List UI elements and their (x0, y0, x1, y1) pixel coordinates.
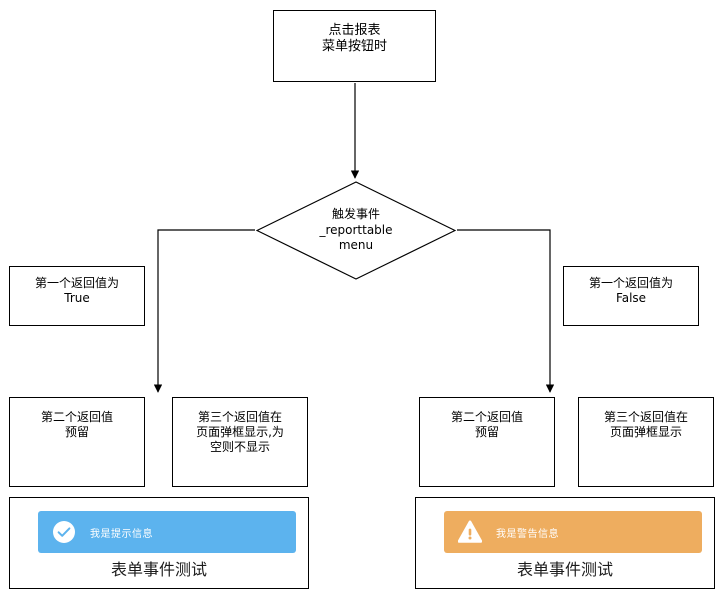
node-start: 点击报表 菜单按钮时 (273, 10, 436, 82)
node-false-third-return: 第三个返回值在 页面弹框显示 (578, 397, 714, 487)
warning-panel-title: 表单事件测试 (516, 560, 613, 579)
node-decision: 触发事件 _reporttable menu (256, 181, 456, 280)
node-branch-true: 第一个返回值为 True (9, 266, 145, 326)
info-alert-banner: 我是提示信息 (38, 511, 296, 553)
node-true-third-return: 第三个返回值在 页面弹框显示,为 空则不显示 (172, 397, 308, 487)
panel-warning-preview: 我是警告信息 表单事件测试 (415, 497, 715, 589)
node-false-second-return: 第二个返回值 预留 (419, 397, 555, 487)
info-panel-title: 表单事件测试 (110, 560, 207, 579)
node-branch-false-label: 第一个返回值为 False (588, 276, 673, 305)
node-start-label: 点击报表 菜单按钮时 (321, 22, 387, 54)
node-decision-label: 触发事件 _reporttable menu (319, 207, 393, 253)
diamond-shape (256, 181, 456, 280)
connector-decision-to-false-branch (457, 229, 555, 393)
connector-decision-to-true-branch (153, 229, 255, 393)
node-true-second-return: 第二个返回值 预留 (9, 397, 145, 487)
node-false-second-return-label: 第二个返回值 预留 (450, 410, 523, 439)
node-true-second-return-label: 第二个返回值 预留 (40, 410, 113, 439)
warning-triangle-icon (458, 520, 482, 543)
panel-info-preview: 我是提示信息 表单事件测试 (9, 497, 309, 589)
info-alert-text: 我是提示信息 (90, 528, 153, 540)
node-true-third-return-label: 第三个返回值在 页面弹框显示,为 空则不显示 (196, 410, 284, 454)
warning-alert-banner: 我是警告信息 (444, 511, 702, 553)
check-circle-icon (53, 521, 75, 543)
node-branch-false: 第一个返回值为 False (563, 266, 699, 326)
node-branch-true-label: 第一个返回值为 True (34, 276, 119, 305)
node-false-third-return-label: 第三个返回值在 页面弹框显示 (603, 410, 688, 439)
warning-alert-text: 我是警告信息 (496, 528, 559, 540)
